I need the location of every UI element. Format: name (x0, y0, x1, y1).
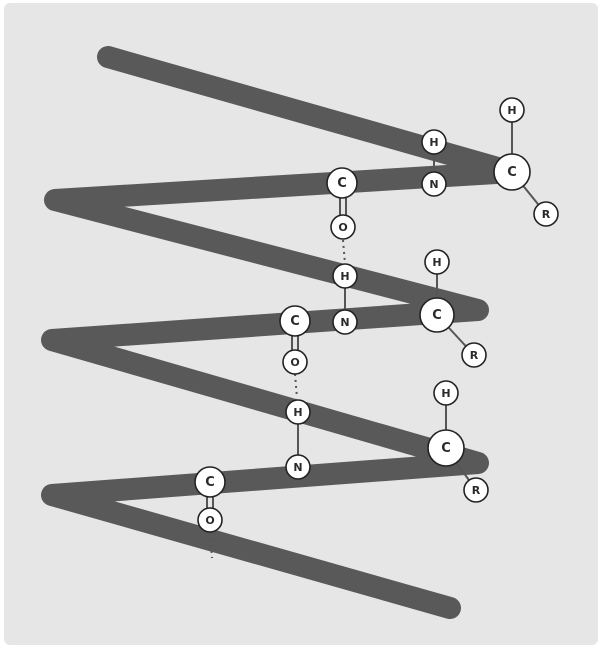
nitrogen-atom-circle (285, 454, 311, 480)
carbon-atom-circle (493, 153, 531, 191)
carbon-atom-circle (279, 305, 311, 337)
oxygen-atom: O (330, 214, 356, 240)
carbon-atom-circle (427, 429, 465, 467)
hydrogen-atom-circle (285, 399, 311, 425)
nitrogen-atom-circle (332, 309, 358, 335)
r-group-atom-label: R (472, 484, 481, 497)
r-group-atom-circle (461, 342, 487, 368)
carbon-atom-circle (326, 167, 358, 199)
hydrogen-bonds (209, 239, 346, 559)
oxygen-atom: O (282, 349, 308, 375)
carbon-atom: C (427, 429, 465, 467)
carbon-atom-label: C (205, 475, 215, 490)
nitrogen-atom-label: N (293, 461, 302, 474)
r-group-atom: R (461, 342, 487, 368)
oxygen-atom-circle (330, 214, 356, 240)
carbon-atom: C (326, 167, 358, 199)
nitrogen-atom: N (285, 454, 311, 480)
r-group-atom: R (533, 201, 559, 227)
carbon-atom: C (194, 466, 226, 498)
r-group-atom-circle (463, 477, 489, 503)
hydrogen-atom: H (285, 399, 311, 425)
hydrogen-atom-circle (433, 380, 459, 406)
oxygen-atom-label: O (290, 356, 299, 369)
carbon-atom-label: C (290, 314, 300, 329)
carbon-atom: C (493, 153, 531, 191)
r-group-atom-label: R (470, 349, 479, 362)
hydrogen-atom-label: H (340, 270, 349, 283)
hydrogen-atom-label: H (441, 387, 450, 400)
carbon-atom-circle (194, 466, 226, 498)
hydrogen-atom-circle (424, 249, 450, 275)
nitrogen-atom: N (332, 309, 358, 335)
carbon-atom-label: C (507, 165, 517, 180)
hydrogen-atom-label: H (507, 104, 516, 117)
alpha-helix-diagram: H H C N C R O H H N C C O R H H C N R C O (41, 46, 559, 619)
r-group-atom-label: R (542, 208, 551, 221)
carbon-atom: C (279, 305, 311, 337)
oxygen-atom-circle (197, 507, 223, 533)
nitrogen-atom-label: N (429, 178, 438, 191)
hydrogen-atom-circle (332, 263, 358, 289)
carbon-atom-circle (419, 297, 455, 333)
r-group-atom-circle (533, 201, 559, 227)
nitrogen-atom-circle (421, 171, 447, 197)
hydrogen-atom-circle (499, 97, 525, 123)
hydrogen-atom: H (421, 129, 447, 155)
oxygen-atom-label: O (338, 221, 347, 234)
carbon-atom: C (419, 297, 455, 333)
hydrogen-atom: H (332, 263, 358, 289)
nitrogen-atom-label: N (340, 316, 349, 329)
r-group-atom: R (463, 477, 489, 503)
oxygen-atom-label: O (205, 514, 214, 527)
hydrogen-atom-label: H (429, 136, 438, 149)
nitrogen-atom: N (421, 171, 447, 197)
diagram-frame: H H C N C R O H H N C C O R H H C N R C O (4, 3, 598, 645)
carbon-atom-label: C (432, 308, 442, 323)
carbon-atom-label: C (441, 441, 451, 456)
atoms: H H C N C R O H H N C C O R H H C N R C O (194, 97, 559, 533)
oxygen-atom-circle (282, 349, 308, 375)
hydrogen-atom: H (499, 97, 525, 123)
carbon-atom-label: C (337, 176, 347, 191)
hydrogen-atom: H (433, 380, 459, 406)
hydrogen-atom-label: H (432, 256, 441, 269)
hydrogen-atom: H (424, 249, 450, 275)
hydrogen-atom-label: H (293, 406, 302, 419)
hydrogen-atom-circle (421, 129, 447, 155)
oxygen-atom: O (197, 507, 223, 533)
